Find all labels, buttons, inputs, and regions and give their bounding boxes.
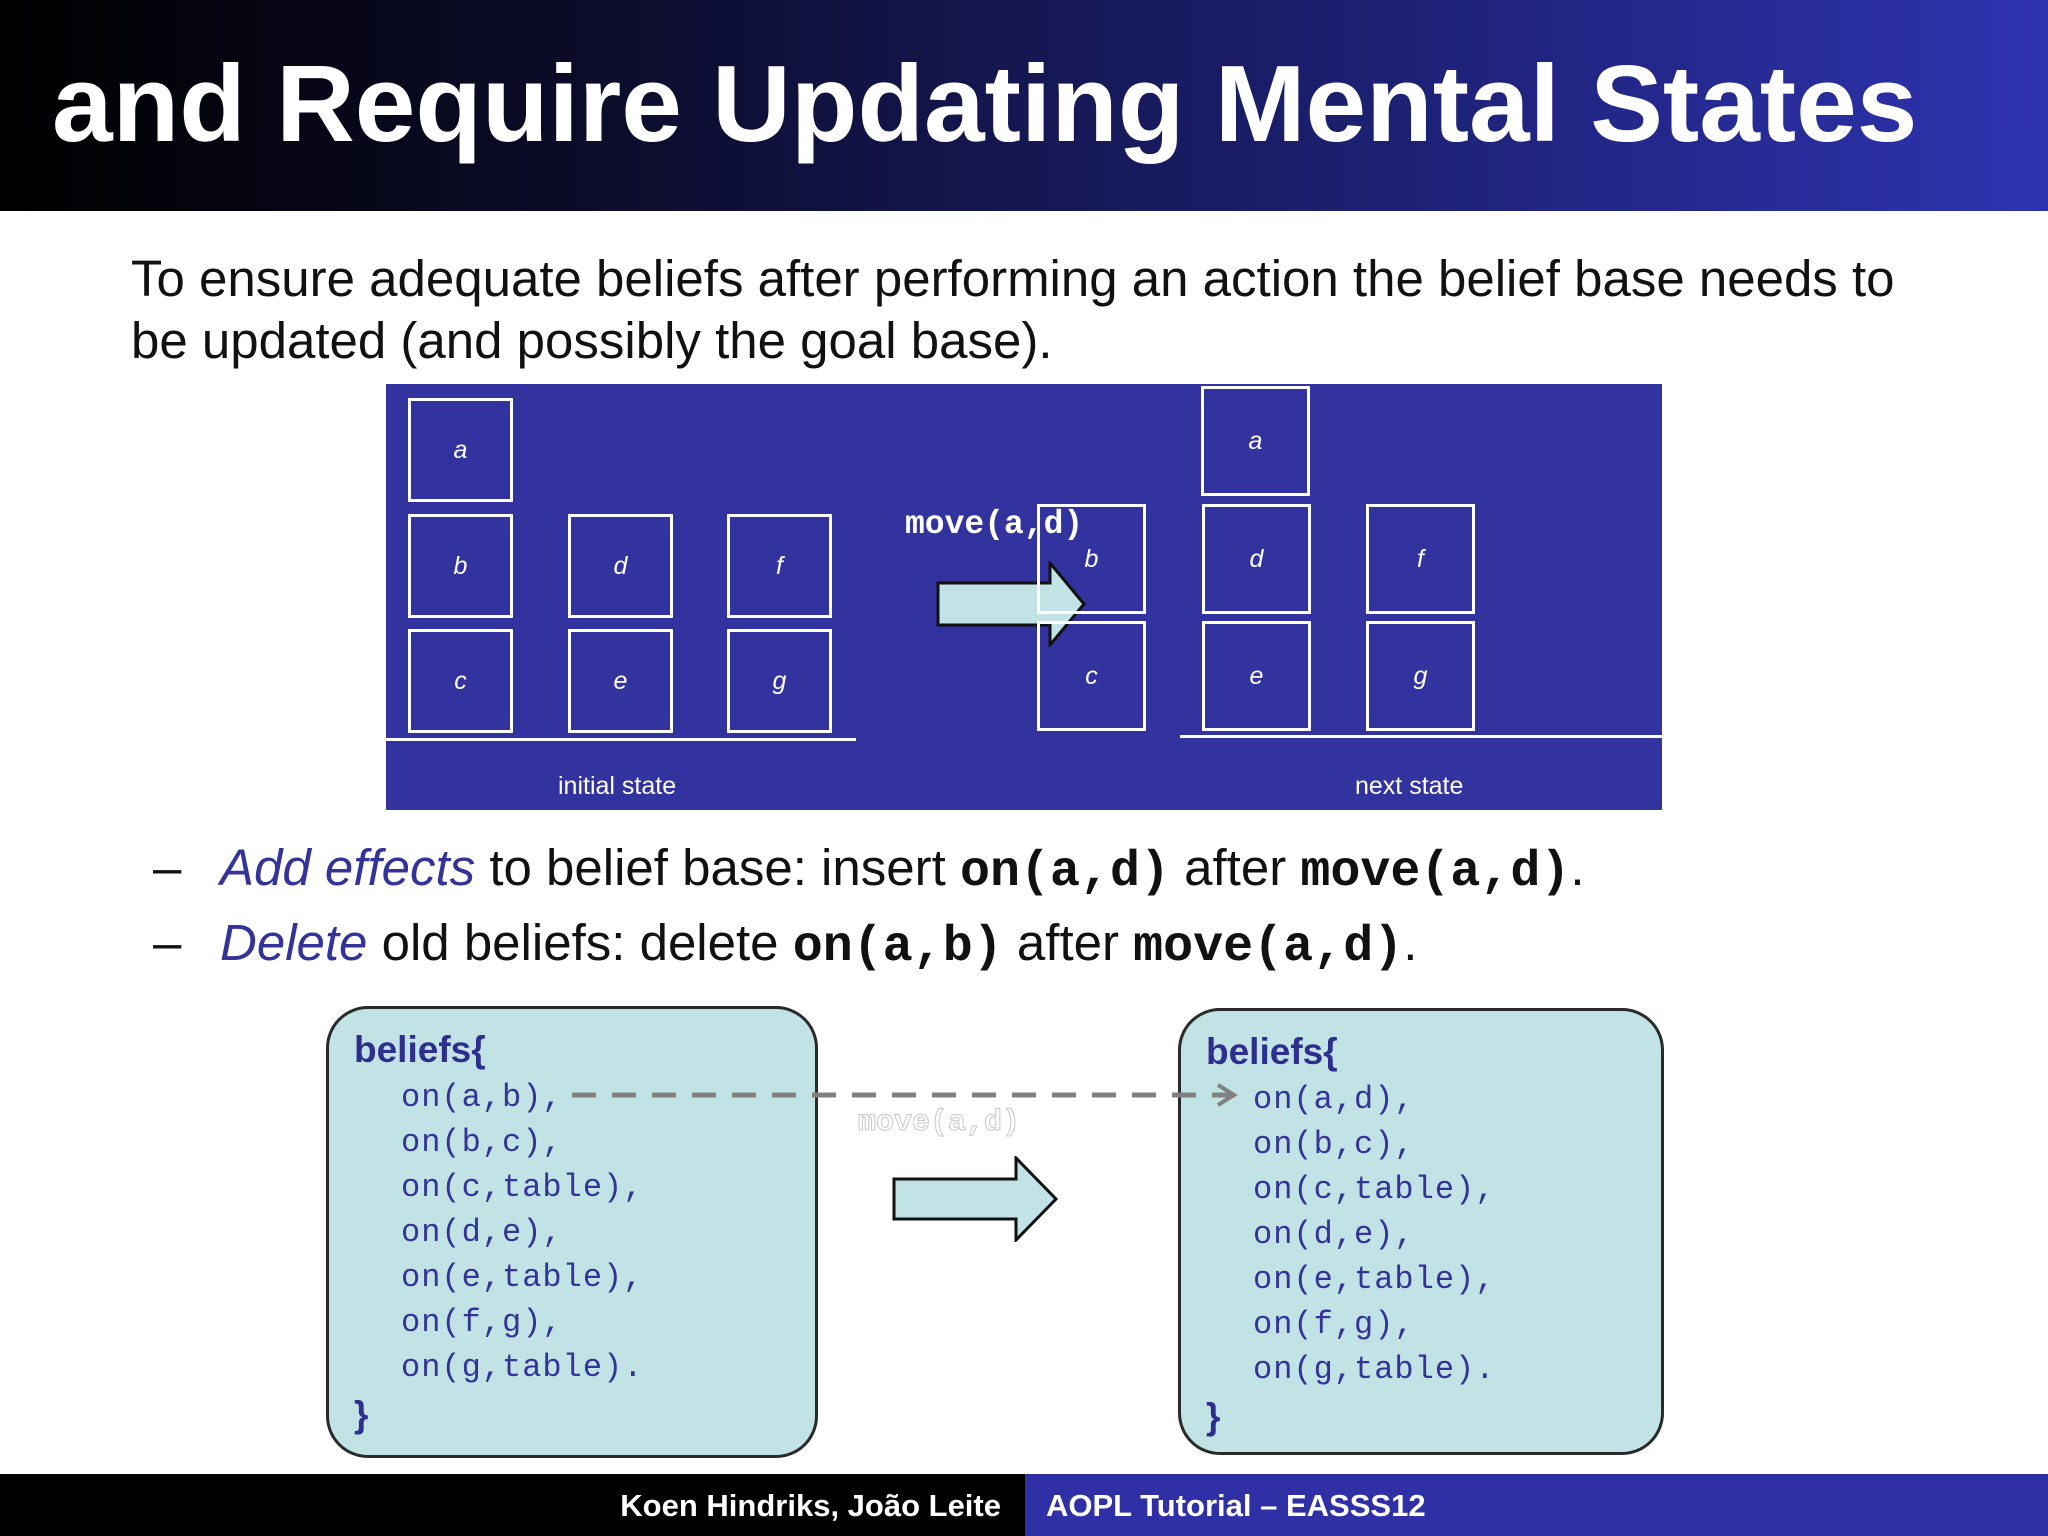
bullet-text: to belief base: insert bbox=[475, 839, 960, 896]
bullet-code: on(a,b) bbox=[792, 919, 1003, 976]
beliefs-close: } bbox=[1206, 1396, 1221, 1437]
block-d-initial: d bbox=[568, 514, 673, 618]
block-g-initial: g bbox=[727, 629, 832, 733]
bullet-code: on(a,d) bbox=[959, 844, 1170, 901]
intro-paragraph: To ensure adequate beliefs after perform… bbox=[131, 250, 1895, 369]
belief-line: on(e,table), bbox=[401, 1259, 644, 1296]
belief-line: on(b,c), bbox=[1253, 1126, 1415, 1163]
bullet-add-effects: –Add effects to belief base: insert on(a… bbox=[153, 842, 1585, 898]
block-b-next: b bbox=[1037, 504, 1146, 614]
bullet-code-2: move(a,d) bbox=[1300, 844, 1571, 901]
bullet-code-2: move(a,d) bbox=[1133, 919, 1404, 976]
belief-line: on(a,d), bbox=[1253, 1081, 1415, 1118]
block-e-next: e bbox=[1202, 621, 1311, 731]
right-arrow-icon bbox=[892, 1156, 1058, 1242]
bullet-text-2: after bbox=[1169, 839, 1301, 896]
block-a-initial: a bbox=[408, 398, 513, 502]
next-state-caption: next state bbox=[1355, 772, 1464, 800]
belief-line: on(e,table), bbox=[1253, 1261, 1496, 1298]
beliefs-open: beliefs{ bbox=[1206, 1031, 1338, 1072]
belief-line: on(c,table), bbox=[401, 1169, 644, 1206]
bullet-text: old beliefs: delete bbox=[367, 914, 793, 971]
bullet-end: . bbox=[1570, 839, 1585, 896]
bullet-dash: – bbox=[153, 839, 182, 896]
bullet-emphasis: Add bbox=[220, 839, 311, 896]
block-b-initial: b bbox=[408, 514, 513, 618]
block-d-next: d bbox=[1202, 504, 1311, 614]
initial-state-caption: initial state bbox=[558, 772, 677, 800]
table-line-next bbox=[1180, 735, 1662, 738]
block-e-initial: e bbox=[568, 629, 673, 733]
block-c-initial: c bbox=[408, 629, 513, 733]
belief-line: on(f,g), bbox=[401, 1304, 563, 1341]
belief-line: on(g,table). bbox=[1253, 1351, 1496, 1388]
block-g-next: g bbox=[1366, 621, 1475, 731]
blocks-world-diagram: a b c d e f g initial state move(a,d) a … bbox=[386, 384, 1662, 810]
belief-line: on(c,table), bbox=[1253, 1171, 1496, 1208]
beliefs-close: } bbox=[354, 1394, 369, 1435]
footer-left: Koen Hindriks, João Leite bbox=[0, 1474, 1025, 1536]
action-label: move(a,d) bbox=[905, 506, 1084, 543]
footer-right: AOPL Tutorial – EASSS12 bbox=[1025, 1474, 2048, 1536]
right-arrow-icon bbox=[936, 561, 1086, 647]
bullet-delete-beliefs: –Delete old beliefs: delete on(a,b) afte… bbox=[153, 917, 1417, 973]
belief-line: on(g,table). bbox=[401, 1349, 644, 1386]
block-f-initial: f bbox=[727, 514, 832, 618]
belief-line: on(b,c), bbox=[401, 1124, 563, 1161]
bullet-end: . bbox=[1403, 914, 1418, 971]
beliefs-open: beliefs{ bbox=[354, 1029, 486, 1070]
belief-line: on(d,e), bbox=[401, 1214, 563, 1251]
belief-line: on(f,g), bbox=[1253, 1306, 1415, 1343]
belief-base-after: beliefs{ on(a,d), on(b,c), on(c,table), … bbox=[1178, 1008, 1664, 1455]
bullet-text-2: after bbox=[1002, 914, 1134, 971]
table-line-initial bbox=[386, 738, 856, 741]
bullet-dash: – bbox=[153, 914, 182, 971]
footer-authors: Koen Hindriks, João Leite bbox=[620, 1488, 1001, 1523]
footer-event: AOPL Tutorial – EASSS12 bbox=[1046, 1488, 1426, 1523]
bullet-emphasis: Delete bbox=[220, 914, 368, 971]
block-a-next: a bbox=[1201, 386, 1310, 496]
belief-line: on(d,e), bbox=[1253, 1216, 1415, 1253]
belief-line: on(a,b), bbox=[401, 1079, 563, 1116]
block-f-next: f bbox=[1366, 504, 1475, 614]
bullet-emphasis-2: effects bbox=[310, 839, 476, 896]
transition-label: move(a,d) bbox=[857, 1106, 1021, 1141]
block-c-next: c bbox=[1037, 621, 1146, 731]
slide-title: and Require Updating Mental States bbox=[52, 43, 1918, 165]
dashed-arrow-icon bbox=[572, 1083, 1238, 1107]
title-bar bbox=[0, 0, 2048, 211]
belief-base-before: beliefs{ on(a,b), on(b,c), on(c,table), … bbox=[326, 1006, 818, 1458]
